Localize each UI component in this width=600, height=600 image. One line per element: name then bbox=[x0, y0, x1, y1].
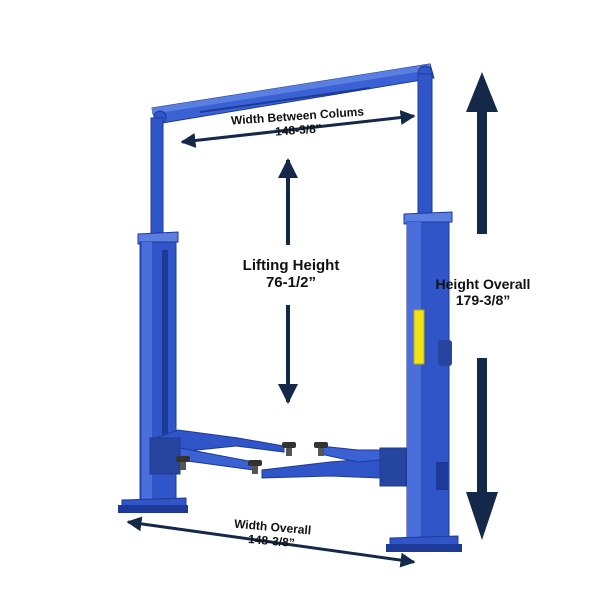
lift-pad bbox=[314, 442, 328, 456]
height-overall-label: Height Overall 179-3/8” bbox=[428, 276, 538, 308]
height-overall-title: Height Overall bbox=[435, 276, 531, 292]
lifting-height-value: 76-1/2” bbox=[265, 274, 317, 292]
width-overall-arrow bbox=[126, 516, 416, 568]
right-column bbox=[386, 211, 462, 552]
lifting-height-title: Lifting Height bbox=[242, 257, 340, 274]
lift-pad bbox=[176, 456, 190, 470]
lift-pad bbox=[248, 460, 262, 474]
lift-arms bbox=[149, 429, 407, 487]
height-overall-value: 179-3/8” bbox=[455, 292, 511, 309]
width-between-arrow bbox=[180, 110, 416, 148]
height-overall-arrow-down bbox=[466, 358, 498, 540]
lifting-height-label: Lifting Height 76-1/2” bbox=[226, 257, 356, 292]
height-overall-arrow-up bbox=[466, 72, 498, 234]
right-column-upper bbox=[417, 73, 433, 225]
left-column-upper bbox=[150, 117, 164, 244]
lift-pad bbox=[282, 442, 296, 456]
